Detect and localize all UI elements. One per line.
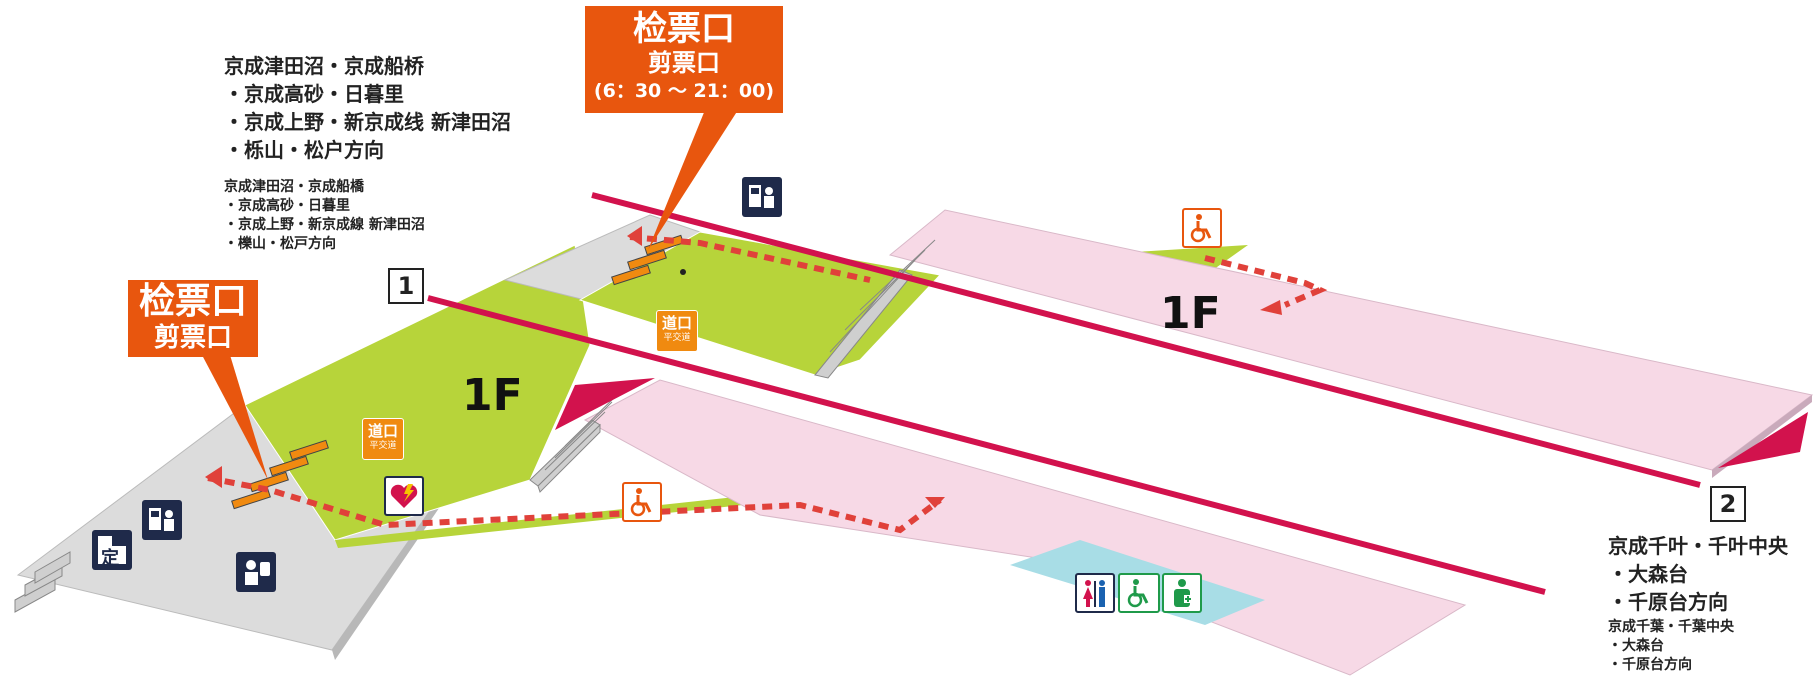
ticket-machine-icon — [742, 177, 782, 217]
crossing-main: 道口 — [661, 314, 692, 332]
dest-line: ・栎山・松户方向 — [224, 138, 384, 162]
dest-line: ・千原台方向 — [1608, 657, 1692, 673]
floor-label-platform: 1F — [1160, 288, 1221, 339]
dest-line: 京成津田沼・京成船橋 — [224, 179, 364, 195]
platform-number-2: 2 — [1710, 486, 1746, 522]
level-crossing-north: 道口 平交道 — [656, 310, 698, 352]
ostomate-icon — [1162, 573, 1202, 613]
station-building-ground-edge — [332, 485, 448, 660]
gate-title: 检票口 — [633, 9, 735, 49]
route-south — [207, 475, 942, 534]
dest-line: ・京成高砂・日暮里 — [224, 82, 404, 106]
route-south-arrow — [205, 466, 222, 488]
gate-south-pointer — [202, 355, 268, 480]
dest-line: ・大森台 — [1608, 562, 1688, 586]
platform-2 — [888, 209, 1814, 471]
gate-title: 检票口 — [138, 281, 247, 322]
direction-arrow-2 — [1718, 412, 1808, 468]
platform-1-destinations-jp: 京成津田沼・京成船橋 ・京成高砂・日暮里 ・京成上野・新京成線 新津田沼 ・櫟山… — [224, 178, 425, 254]
dest-line: ・京成上野・新京成线 新津田沼 — [224, 110, 511, 134]
track-line-2 — [591, 192, 1701, 488]
wheelchair-icon — [622, 482, 662, 522]
station-staff-icon — [236, 552, 276, 592]
north-concourse-wheelchair-area — [1135, 245, 1248, 272]
dest-line: ・櫟山・松戸方向 — [224, 236, 336, 252]
platform-1 — [583, 379, 1467, 676]
gate-subtitle: 剪票口 — [648, 49, 720, 77]
wheelchair-icon — [1182, 208, 1222, 248]
crossing-main: 道口 — [367, 422, 398, 440]
crossing-sub: 平交道 — [663, 333, 691, 343]
route-north-arrow — [627, 226, 642, 246]
gate-subtitle: 剪票口 — [153, 323, 232, 353]
direction-arrow-1 — [555, 378, 655, 430]
crossing-sub: 平交道 — [369, 441, 397, 451]
dest-line: ・千原台方向 — [1608, 590, 1728, 614]
platform-number-1: 1 — [388, 268, 424, 304]
gate-barriers-south — [231, 439, 329, 510]
platform-1-destinations-zh: 京成津田沼・京成船桥 ・京成高砂・日暮里 ・京成上野・新京成线 新津田沼 ・栎山… — [224, 52, 511, 164]
commuter-pass-icon: 定 — [92, 530, 132, 570]
ticket-gate-south: 检票口 剪票口 — [128, 280, 258, 357]
aed-icon — [384, 476, 424, 516]
accessible-restroom-icon — [1118, 573, 1160, 613]
dest-line: ・京成高砂・日暮里 — [224, 198, 350, 214]
ticket-gate-north: 检票口 剪票口 (6：30 ～ 21：00) — [585, 6, 783, 113]
south-stairs — [529, 391, 621, 493]
entrance-stairs — [14, 551, 71, 613]
platform-2-destinations-jp: 京成千葉・千葉中央 ・大森台 ・千原台方向 — [1608, 618, 1734, 675]
dest-line: 京成千叶・千叶中央 — [1608, 534, 1788, 558]
dest-line: 京成津田沼・京成船桥 — [224, 54, 424, 78]
dest-line: 京成千葉・千葉中央 — [1608, 619, 1734, 635]
gate-pointer-dot — [680, 269, 686, 275]
restroom-icon — [1075, 573, 1115, 613]
route-wheelchair — [1204, 255, 1328, 308]
floor-label-concourse: 1F — [462, 370, 523, 421]
route-south-arrow-end — [925, 497, 945, 508]
platform-2-destinations-zh: 京成千叶・千叶中央 ・大森台 ・千原台方向 — [1608, 532, 1788, 616]
track-line-1 — [427, 295, 1546, 595]
gate-north-pointer — [648, 110, 738, 250]
route-wheelchair-arrow — [1260, 300, 1282, 315]
dest-line: ・京成上野・新京成線 新津田沼 — [224, 217, 425, 233]
level-crossing-south: 道口 平交道 — [362, 418, 404, 460]
dest-line: ・大森台 — [1608, 638, 1664, 654]
gate-hours: (6：30 ～ 21：00) — [593, 80, 775, 102]
ticket-machine-icon — [142, 500, 182, 540]
commuter-pass-label: 定 — [101, 548, 119, 569]
